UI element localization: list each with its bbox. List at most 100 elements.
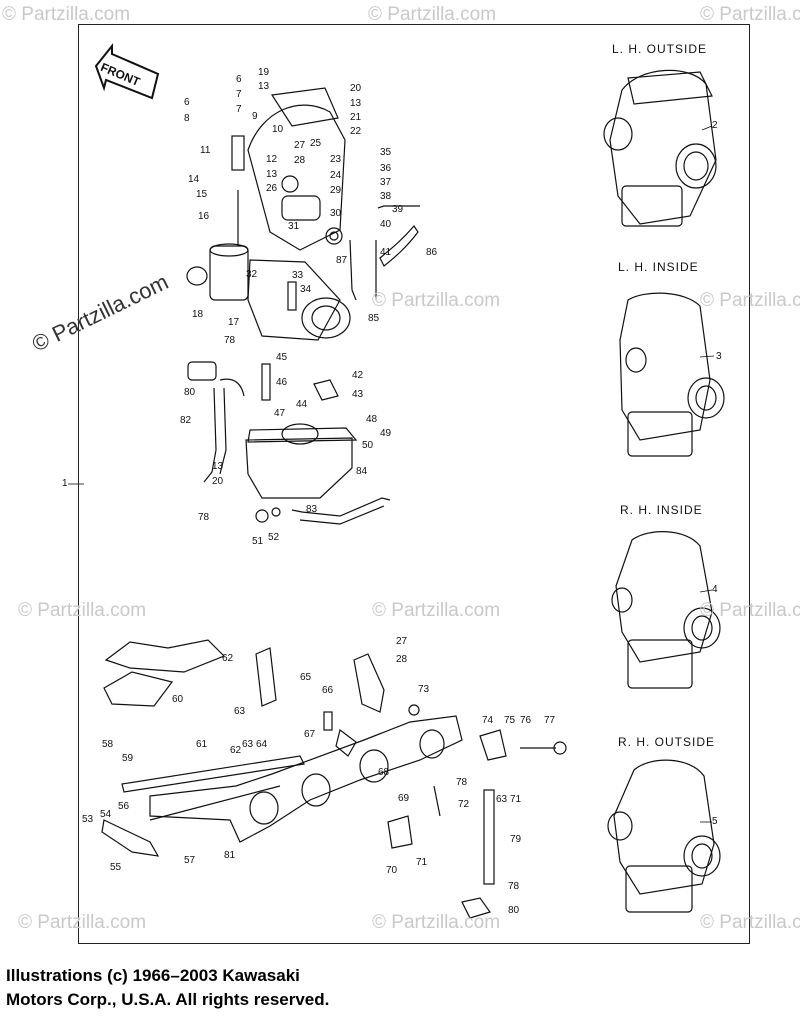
carburetor-view-rh-inside <box>611 531 721 689</box>
callout: 20 <box>212 476 224 487</box>
carburetor-view-rh-outside <box>607 759 721 913</box>
callout: 42 <box>352 370 364 381</box>
watermark: © Partzilla.com <box>18 912 147 933</box>
callout: 58 <box>102 739 114 750</box>
callout: 50 <box>362 440 374 451</box>
callout: 63 <box>234 706 246 717</box>
callout: 17 <box>228 317 240 328</box>
callout: 6 <box>184 97 190 108</box>
callout: 71 <box>510 794 522 805</box>
callout: 14 <box>188 174 200 185</box>
callout: 81 <box>224 850 236 861</box>
callout: 64 <box>256 739 268 750</box>
callout: 84 <box>356 466 368 477</box>
callout: 68 <box>378 767 390 778</box>
callout: 63 <box>496 794 508 805</box>
callout: 39 <box>392 204 404 215</box>
callout: 22 <box>350 126 362 137</box>
callout: 33 <box>292 270 304 281</box>
callout: 72 <box>458 799 470 810</box>
callout: 21 <box>350 112 362 123</box>
leader-lines <box>68 125 715 823</box>
linkage-assembly-drawing <box>101 639 567 919</box>
callout: 85 <box>368 313 380 324</box>
watermark: © Partzilla.com <box>700 912 800 933</box>
callout: 6 <box>236 74 242 85</box>
watermark: © Partzilla.com <box>372 290 501 311</box>
callout: 79 <box>510 834 522 845</box>
callout: 48 <box>366 414 378 425</box>
callout: 15 <box>196 189 208 200</box>
callout: 13 <box>258 81 270 92</box>
callout: 8 <box>184 113 190 124</box>
callout: 38 <box>380 191 392 202</box>
callout: 80 <box>508 905 520 916</box>
watermark: © Partzilla.com <box>700 290 800 311</box>
callout: 71 <box>416 857 428 868</box>
callout: 78 <box>224 335 236 346</box>
callout: 19 <box>258 67 270 78</box>
copyright-notice: Illustrations (c) 1966–2003 Kawasaki Mot… <box>6 964 329 1012</box>
callout: 55 <box>110 862 122 873</box>
callout: 86 <box>426 247 438 258</box>
callout: 51 <box>252 536 264 547</box>
callout: 57 <box>184 855 196 866</box>
callout: 12 <box>266 154 278 165</box>
callout: 30 <box>330 208 342 219</box>
watermark: © Partzilla.com <box>372 600 501 621</box>
view-part-number: 2 <box>712 120 718 131</box>
callout: 69 <box>398 793 410 804</box>
callout: 60 <box>172 694 184 705</box>
watermark: © Partzilla.com <box>2 4 131 25</box>
callout: 82 <box>180 415 192 426</box>
callout: 46 <box>276 377 288 388</box>
callout: 20 <box>350 83 362 94</box>
callout: 27 <box>396 636 408 647</box>
callout: 83 <box>306 504 318 515</box>
callout: 44 <box>296 399 308 410</box>
callout: 65 <box>300 672 312 683</box>
callout: 13 <box>266 169 278 180</box>
callout: 28 <box>396 654 408 665</box>
callout: 62 <box>222 653 234 664</box>
callout: 41 <box>380 247 392 258</box>
watermark: © Partzilla.com <box>372 912 501 933</box>
callout: 78 <box>456 777 468 788</box>
callout: 32 <box>246 269 258 280</box>
callout: 43 <box>352 389 364 400</box>
callout: 52 <box>268 532 280 543</box>
callout: 63 <box>242 739 254 750</box>
callout: 18 <box>192 309 204 320</box>
callout: 80 <box>184 387 196 398</box>
callout: 29 <box>330 185 342 196</box>
callout: 31 <box>288 221 300 232</box>
watermark: © Partzilla.com <box>700 4 800 25</box>
callout: 73 <box>418 684 430 695</box>
carburetor-body-drawing <box>186 87 420 525</box>
callout: 7 <box>236 104 242 115</box>
watermark: © Partzilla.com <box>368 4 497 25</box>
side-callout: 1 <box>62 478 68 489</box>
callout: 62 <box>230 745 242 756</box>
callout: 47 <box>274 408 286 419</box>
callout: 74 <box>482 715 494 726</box>
callout: 16 <box>198 211 210 222</box>
carburetor-view-lh-inside <box>619 292 725 457</box>
watermark: © Partzilla.com <box>18 600 147 621</box>
callout: 56 <box>118 801 130 812</box>
view-part-number: 4 <box>712 584 718 595</box>
callout: 54 <box>100 809 112 820</box>
callout: 13 <box>350 98 362 109</box>
callout: 25 <box>310 138 322 149</box>
copyright-line-1: Illustrations (c) 1966–2003 Kawasaki <box>6 966 300 985</box>
callout: 35 <box>380 147 392 158</box>
view-title-rh-inside: R. H. INSIDE <box>620 503 703 517</box>
front-arrow-icon <box>94 43 160 100</box>
view-part-number: 5 <box>712 816 718 827</box>
callout: 13 <box>212 461 224 472</box>
callout: 49 <box>380 428 392 439</box>
callout: 28 <box>294 155 306 166</box>
callout: 27 <box>294 140 306 151</box>
callout: 36 <box>380 163 392 174</box>
